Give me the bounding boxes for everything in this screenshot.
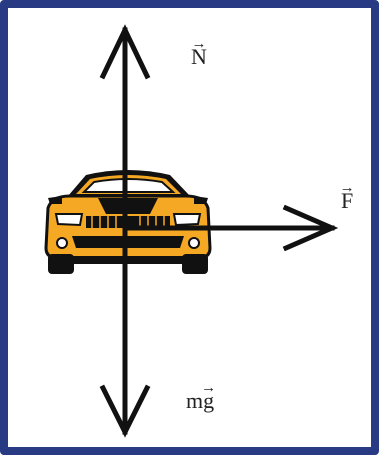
normal-force-label: →N (191, 44, 207, 70)
car-front-icon (46, 170, 210, 274)
weight-force-label: m→g (186, 388, 214, 414)
applied-force-label: →F (341, 188, 353, 214)
